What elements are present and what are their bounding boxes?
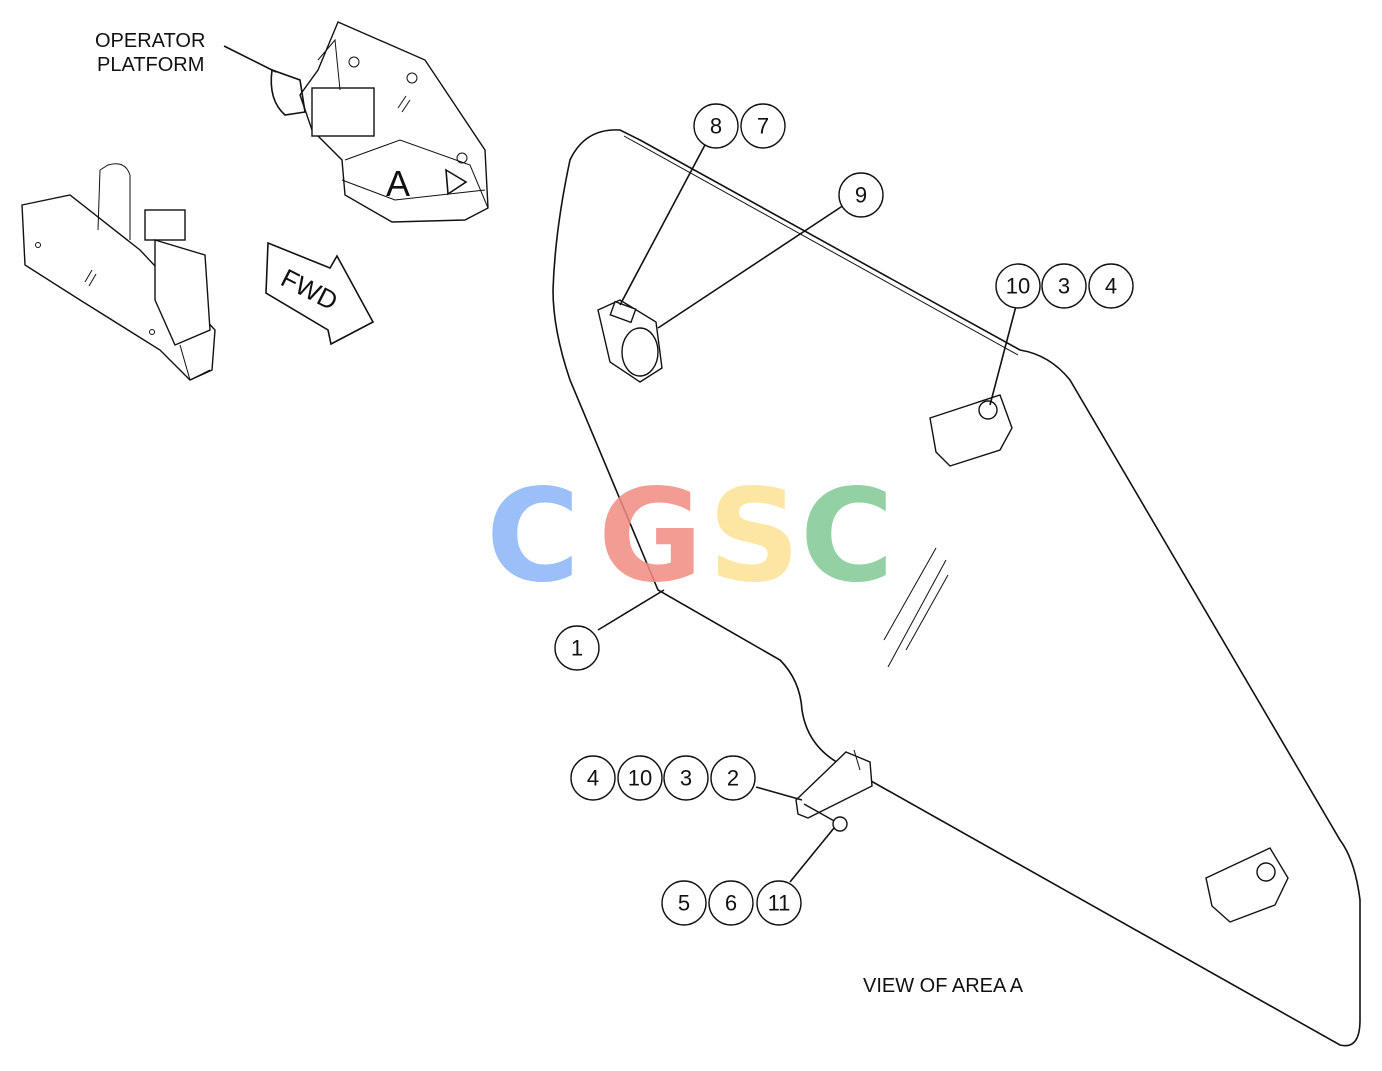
svg-text:9: 9 bbox=[855, 183, 867, 208]
svg-text:1: 1 bbox=[571, 636, 583, 661]
callout-3-lower: 3 bbox=[663, 755, 709, 801]
svg-text:5: 5 bbox=[678, 891, 690, 916]
hinge-bracket bbox=[795, 749, 873, 832]
svg-text:6: 6 bbox=[725, 891, 737, 916]
svg-text:4: 4 bbox=[1105, 274, 1117, 299]
svg-text:4: 4 bbox=[587, 766, 599, 791]
leader-1 bbox=[597, 589, 665, 631]
lower-bracket bbox=[1205, 847, 1289, 923]
operator-platform-overview bbox=[21, 21, 489, 381]
operator-platform-leader bbox=[223, 45, 277, 73]
callout-3-upper: 3 bbox=[1041, 263, 1087, 309]
area-a-arrow-icon bbox=[445, 168, 468, 196]
watermark-letter-c1: C bbox=[486, 462, 580, 611]
leader-2 bbox=[755, 786, 803, 801]
callout-9: 9 bbox=[838, 172, 884, 218]
svg-text:7: 7 bbox=[757, 114, 769, 139]
svg-text:3: 3 bbox=[680, 766, 692, 791]
callout-8: 8 bbox=[693, 103, 739, 149]
callout-4-lower: 4 bbox=[570, 755, 616, 801]
leader-5-6-11 bbox=[789, 827, 835, 883]
callout-7: 7 bbox=[740, 103, 786, 149]
svg-text:11: 11 bbox=[768, 891, 791, 916]
watermark-letter-g: G bbox=[598, 462, 703, 611]
callout-5: 5 bbox=[661, 880, 707, 926]
forward-arrow-icon: FWD bbox=[265, 241, 375, 346]
callout-10-upper: 10 bbox=[995, 263, 1041, 309]
area-a-marker: A bbox=[386, 163, 410, 204]
callout-6: 6 bbox=[708, 880, 754, 926]
operator-platform-label-line1: OPERATOR bbox=[95, 30, 205, 52]
svg-text:3: 3 bbox=[1058, 274, 1070, 299]
leader-9 bbox=[657, 204, 845, 329]
svg-text:2: 2 bbox=[727, 766, 739, 791]
svg-text:10: 10 bbox=[1006, 274, 1030, 299]
callout-2: 2 bbox=[710, 755, 756, 801]
svg-text:8: 8 bbox=[710, 114, 722, 139]
svg-text:10: 10 bbox=[628, 766, 652, 791]
callout-11: 11 bbox=[756, 880, 802, 926]
watermark-logo: C G S C bbox=[486, 462, 894, 611]
operator-platform-label-line2: PLATFORM bbox=[97, 54, 204, 76]
watermark-letter-c2: C bbox=[800, 462, 894, 611]
callout-4-upper: 4 bbox=[1088, 263, 1134, 309]
callout-1: 1 bbox=[554, 625, 600, 671]
latch-assembly bbox=[597, 299, 663, 383]
leader-10-3-4 bbox=[989, 305, 1017, 406]
callout-10-lower: 10 bbox=[617, 755, 663, 801]
view-caption: VIEW OF AREA A bbox=[863, 975, 1024, 997]
watermark-letter-s: S bbox=[708, 462, 800, 611]
upper-bracket bbox=[929, 394, 1013, 467]
fwd-label: FWD bbox=[276, 263, 342, 317]
leader-8 bbox=[619, 142, 707, 306]
